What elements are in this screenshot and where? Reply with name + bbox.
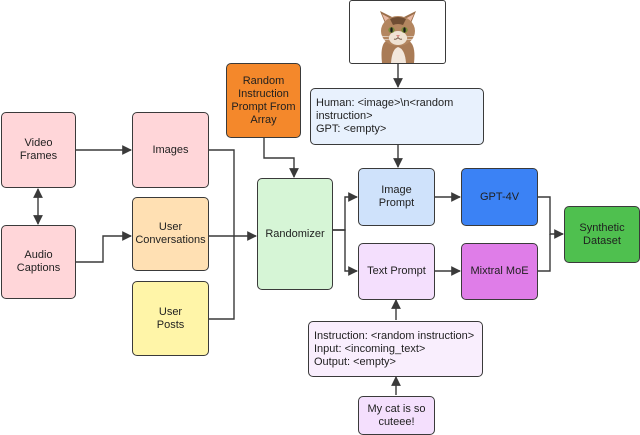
cat-photo-icon [379,11,417,63]
node-user-posts: User Posts [132,281,209,356]
node-random-instruction: Random Instruction Prompt From Array [226,63,301,138]
node-example-text: My cat is so cuteee! [358,396,435,435]
edge-randomizer-textprompt [333,229,358,276]
node-mixtral-label: Mixtral MoE [470,265,529,277]
node-video-frames: Video Frames [1,112,76,188]
node-randomizer-label: Randomizer [265,227,325,240]
edge-posts-randomizer [209,236,235,320]
cat-image-box [349,0,446,64]
node-audio-captions-label: Audio Captions [16,249,61,274]
edge-gpt4v-synthetic [538,196,564,239]
node-image-prompt: Image Prompt [358,168,435,226]
edge-randomizer-imageprompt [333,192,358,231]
node-user-conversations-label: User Conversations [135,221,206,246]
node-image-prompt-template: Human: <image>\n<random instruction> GPT… [310,88,484,145]
node-mixtral: Mixtral MoE [461,243,538,300]
node-images: Images [132,112,209,188]
node-user-conversations: User Conversations [132,197,209,271]
node-images-label: Images [152,143,189,156]
node-text-prompt: Text Prompt [358,243,435,300]
node-example-text-label: My cat is so cuteee! [367,402,426,428]
node-text-prompt-template: Instruction: <random instruction> Input:… [308,321,483,377]
node-gpt4v-label: GPT-4V [479,190,520,203]
node-gpt4v: GPT-4V [461,168,538,226]
edge-mixtral-synthetic [538,234,551,272]
node-image-prompt-label: Image Prompt [378,184,415,209]
node-video-frames-label: Video Frames [19,137,58,162]
node-text-prompt-template-label: Instruction: <random instruction> Input:… [314,329,475,368]
edge-images-randomizer [209,149,235,236]
edge-instruction-randomizer [263,138,299,178]
node-synthetic-dataset: Synthetic Dataset [564,206,640,263]
node-image-prompt-template-label: Human: <image>\n<random instruction> GPT… [316,97,454,135]
node-random-instruction-label: Random Instruction Prompt From Array [231,74,296,126]
node-user-posts-label: User Posts [156,305,185,331]
node-synthetic-dataset-label: Synthetic Dataset [579,221,625,247]
node-audio-captions: Audio Captions [1,225,76,299]
node-randomizer: Randomizer [257,178,333,290]
edge-audio-conversations [76,231,132,263]
node-text-prompt-label: Text Prompt [367,265,426,277]
